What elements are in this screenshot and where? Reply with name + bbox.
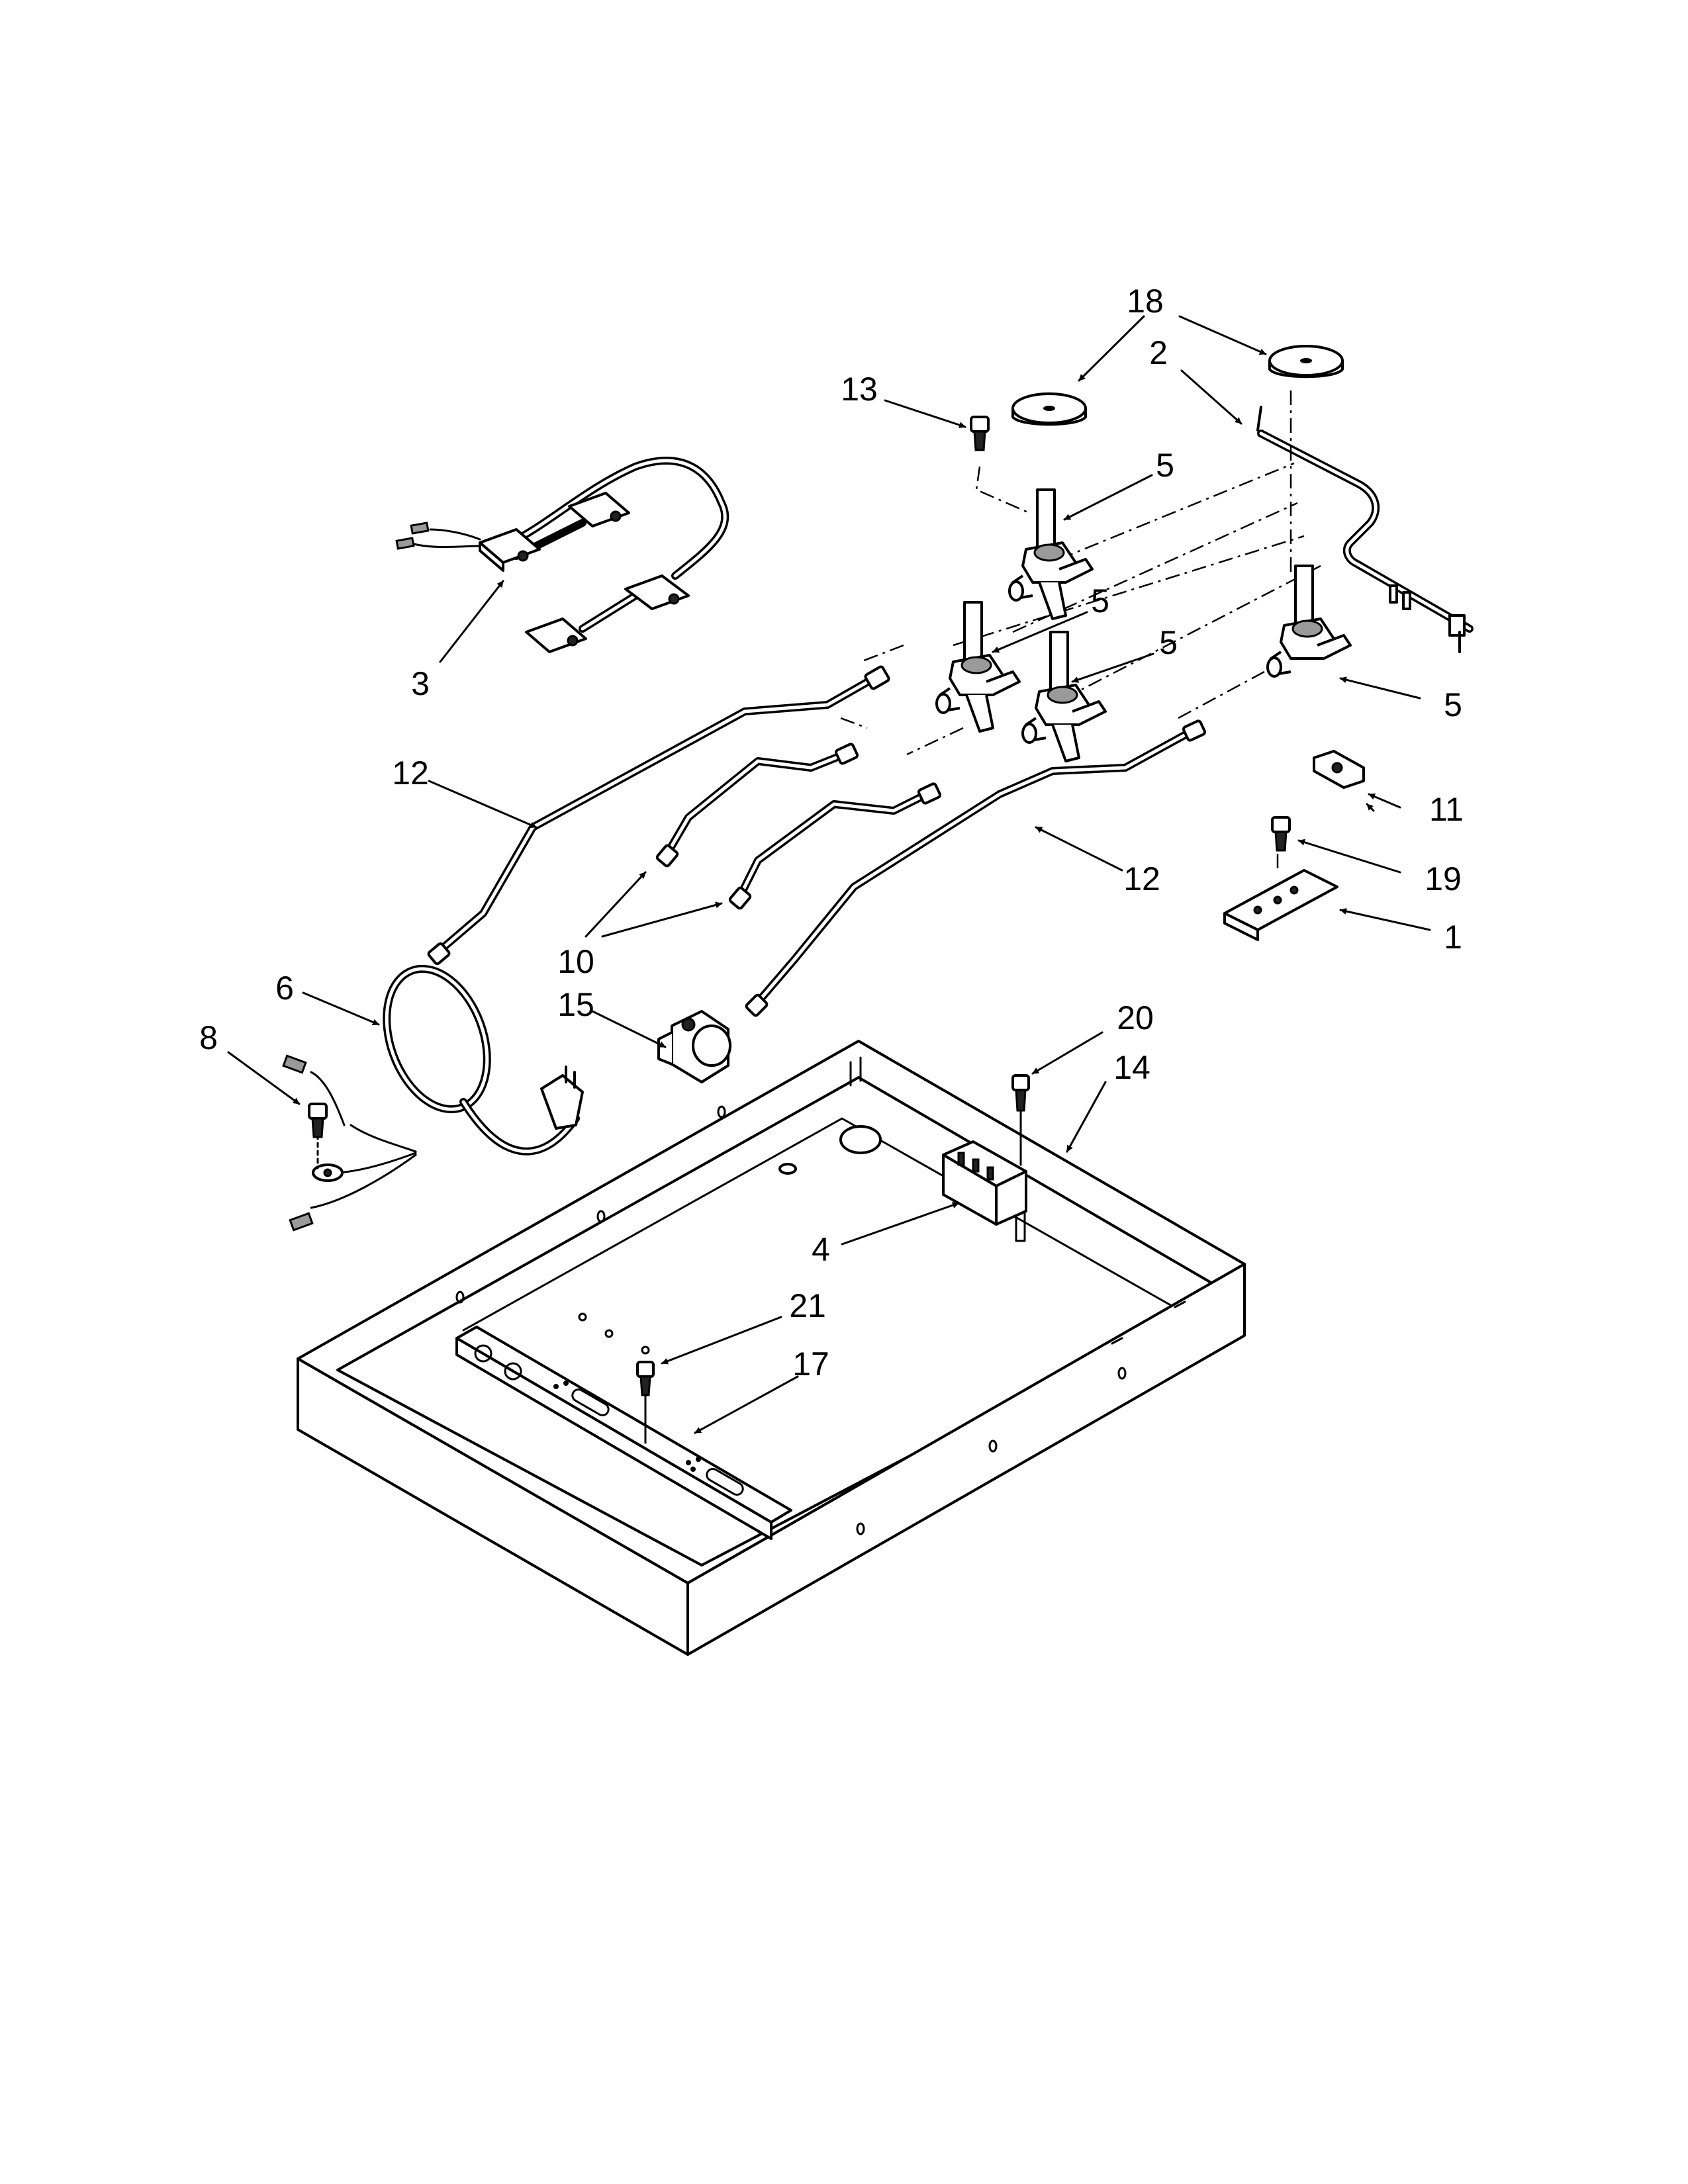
callout-17: 17 xyxy=(792,1345,829,1383)
callout-5-right: 5 xyxy=(1444,686,1462,723)
gasket xyxy=(1313,750,1365,789)
callout-13: 13 xyxy=(841,371,878,408)
valve-1 xyxy=(1008,488,1094,620)
callout-11: 11 xyxy=(1429,791,1464,828)
callout-5-mid-right: 5 xyxy=(1159,624,1178,661)
manifold xyxy=(1256,406,1474,653)
callout-8: 8 xyxy=(199,1019,218,1056)
callout-21: 21 xyxy=(789,1287,826,1324)
switch-harness xyxy=(395,457,729,653)
callout-3: 3 xyxy=(411,665,430,702)
callout-4: 4 xyxy=(812,1231,830,1268)
cap-left xyxy=(1011,392,1087,426)
tube-12-left xyxy=(427,665,890,966)
callout-15: 15 xyxy=(557,986,594,1023)
cap-right xyxy=(1268,345,1344,379)
callout-5-mid-left: 5 xyxy=(1091,582,1109,619)
screw-8 xyxy=(308,1103,328,1169)
tube-10-a xyxy=(655,743,859,868)
callout-6: 6 xyxy=(275,970,294,1007)
pressure-regulator xyxy=(657,1010,731,1083)
assembly-lines xyxy=(840,390,1321,874)
bracket-1 xyxy=(1223,869,1338,941)
callout-10: 10 xyxy=(557,943,594,980)
front-bracket xyxy=(455,1326,792,1540)
valve-4 xyxy=(1266,565,1352,678)
callout-labels: 18 2 13 5 5 5 5 3 12 12 11 19 1 10 6 15 … xyxy=(199,283,1464,1383)
screw-19 xyxy=(1271,816,1291,852)
callout-14: 14 xyxy=(1113,1049,1150,1086)
base-pan xyxy=(297,1040,1246,1656)
tube-10-b xyxy=(728,782,942,910)
leader-lines xyxy=(227,315,1431,1434)
screw-13 xyxy=(970,416,990,451)
callout-5-top: 5 xyxy=(1156,447,1174,484)
callout-18: 18 xyxy=(1127,283,1164,320)
screw-20 xyxy=(1011,1074,1030,1166)
callout-12-left: 12 xyxy=(392,754,429,792)
callout-2: 2 xyxy=(1149,334,1168,371)
tube-12-right xyxy=(745,719,1207,1017)
valve-3 xyxy=(1021,631,1107,762)
valve-2 xyxy=(935,601,1021,733)
callout-1: 1 xyxy=(1444,919,1462,956)
callout-19: 19 xyxy=(1425,860,1462,897)
callout-12-right: 12 xyxy=(1123,860,1160,897)
callout-20: 20 xyxy=(1117,999,1154,1036)
terminal-block xyxy=(942,1140,1027,1242)
power-cord xyxy=(282,964,584,1232)
screw-21 xyxy=(636,1361,655,1444)
